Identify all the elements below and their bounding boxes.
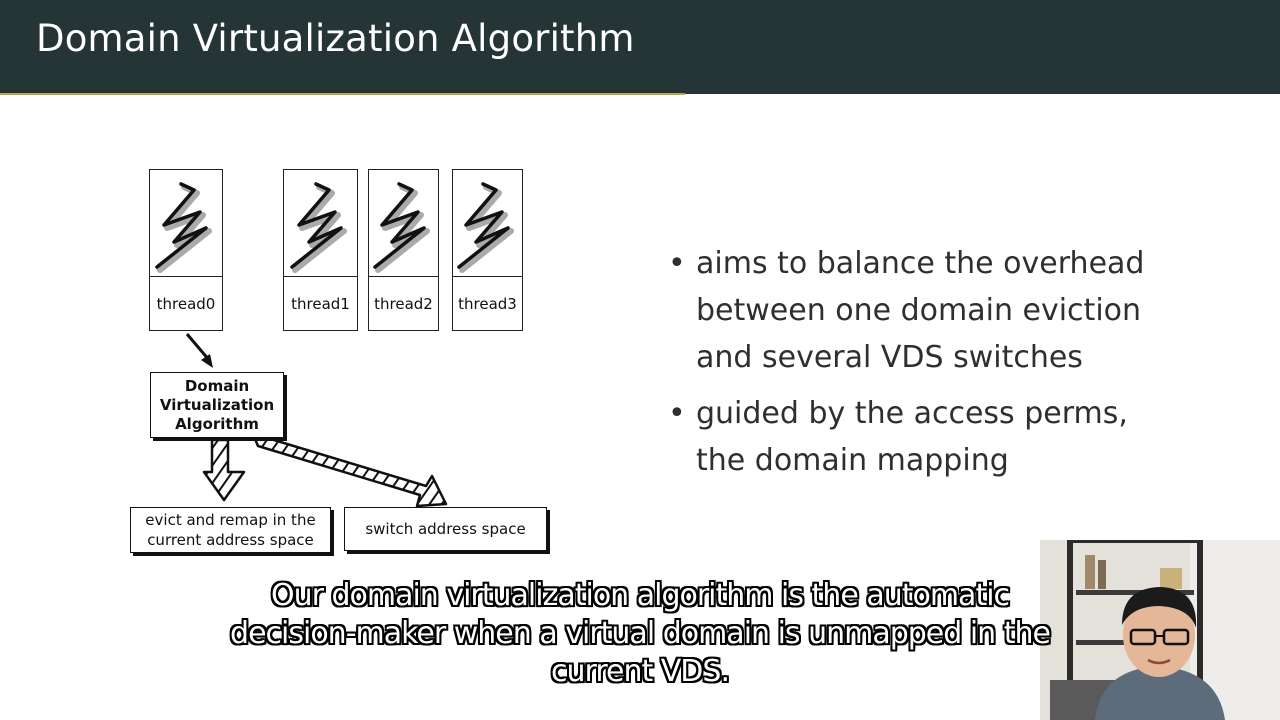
algorithm-box-line: Virtualization <box>159 395 275 414</box>
algorithm-box-line: Domain <box>184 376 250 395</box>
presenter-video-icon <box>1040 540 1280 720</box>
algorithm-box: Domain Virtualization Algorithm <box>150 372 284 438</box>
subtitle-line: decision-maker when a virtual domain is … <box>230 616 1051 651</box>
thread-label: thread2 <box>374 294 433 313</box>
thread-box-0: thread0 <box>149 169 223 331</box>
bullet-line: aims to balance the overhead <box>696 246 1145 281</box>
thread-scribble-icon <box>284 170 357 277</box>
presenter-webcam <box>1040 540 1280 720</box>
bullet-line: and several VDS switches <box>696 340 1083 375</box>
thread-box-2: thread2 <box>368 169 439 331</box>
algorithm-box-line: Algorithm <box>175 414 259 433</box>
subtitle-line: Our domain virtualization algorithm is t… <box>270 578 1010 613</box>
bullet-dot-icon: • <box>668 246 686 281</box>
thread-label: thread3 <box>458 294 517 313</box>
thread-scribble-icon <box>369 170 438 277</box>
thread-box-3: thread3 <box>452 169 523 331</box>
bullet-item: • aims to balance the overhead between o… <box>668 240 1188 381</box>
bullet-line: guided by the access perms, <box>696 396 1128 431</box>
subtitle-line: current VDS. <box>551 654 730 689</box>
slide-title: Domain Virtualization Algorithm <box>36 17 635 60</box>
switch-address-space-box: switch address space <box>344 507 547 551</box>
evict-remap-box: evict and remap in the current address s… <box>130 507 331 553</box>
thread-scribble-icon <box>453 170 522 277</box>
thread-label: thread1 <box>291 294 350 313</box>
bullet-dot-icon: • <box>668 396 686 431</box>
evict-box-line: current address space <box>147 531 314 549</box>
switch-hatched-arrow-icon <box>250 430 448 508</box>
thread-box-1: thread1 <box>283 169 358 331</box>
video-subtitle: Our domain virtualization algorithm is t… <box>150 577 1130 691</box>
thread0-to-algorithm-arrow-icon <box>185 333 213 368</box>
evict-hatched-arrow-icon <box>202 438 246 502</box>
evict-box-line: evict and remap in the <box>145 511 316 529</box>
bullet-line: between one domain eviction <box>696 293 1142 328</box>
thread-scribble-icon <box>150 170 222 277</box>
bullet-line: the domain mapping <box>696 443 1009 478</box>
bullet-list: • aims to balance the overhead between o… <box>668 240 1188 493</box>
thread-label: thread0 <box>156 294 216 313</box>
bullet-item: • guided by the access perms, the domain… <box>668 390 1188 484</box>
title-accent-line <box>0 93 685 95</box>
title-bar <box>0 0 1280 94</box>
